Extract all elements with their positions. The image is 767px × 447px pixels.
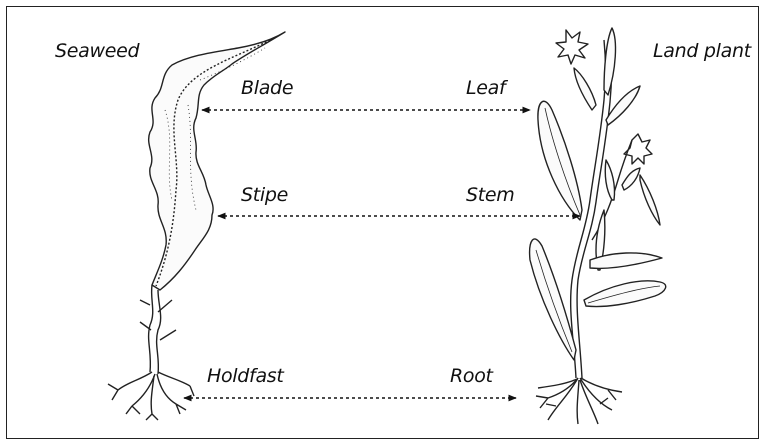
land-plant-drawing	[530, 28, 666, 424]
seaweed-holdfast	[108, 372, 194, 420]
seaweed-blade	[149, 32, 285, 290]
label-blade: Blade	[241, 77, 293, 99]
land-plant-leaf-upper	[538, 101, 582, 220]
label-stipe: Stipe	[241, 184, 288, 206]
label-holdfast: Holdfast	[207, 365, 284, 387]
land-plant-root	[536, 378, 622, 424]
label-root: Root	[450, 365, 493, 387]
label-leaf: Leaf	[466, 77, 505, 99]
land-plant-leaf-lower-left	[530, 239, 576, 360]
label-stem: Stem	[466, 184, 515, 206]
connectors	[184, 110, 580, 398]
land-plant-leaf-lower-right	[584, 281, 666, 307]
land-plant-flower	[556, 30, 588, 64]
title-land-plant: Land plant	[653, 40, 751, 62]
title-seaweed: Seaweed	[55, 40, 139, 62]
